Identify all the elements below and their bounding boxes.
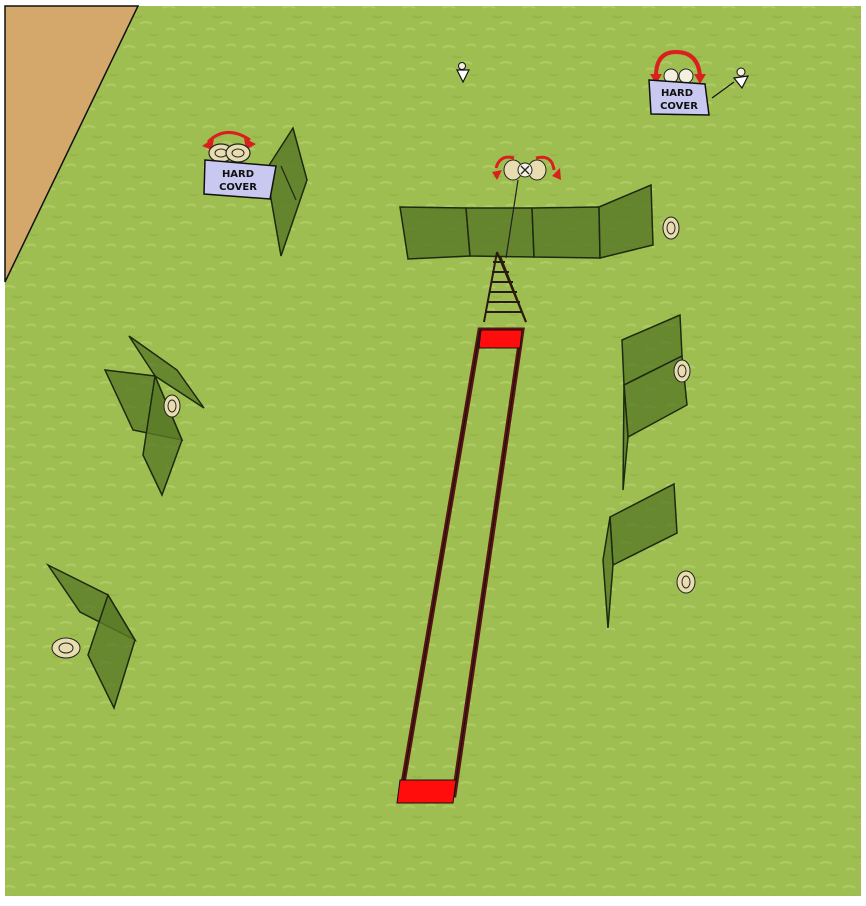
ladder-icon: [483, 251, 527, 323]
fault-line-box-icon: [396, 327, 525, 804]
direction-arrow-icon: [492, 155, 561, 180]
target-icon: [51, 637, 81, 659]
shooter-icon: [456, 62, 470, 84]
walls-icon: [621, 313, 688, 491]
dirt-berm: [4, 5, 140, 283]
sign-line2: COVER: [219, 182, 257, 193]
walls-icon: [45, 563, 137, 711]
walls-icon: [103, 335, 205, 497]
direction-arrow-icon: [650, 49, 706, 84]
sign-line1: HARD: [222, 169, 254, 180]
grass-field: [5, 6, 861, 896]
target-icon: [676, 570, 696, 594]
walls-icon: [265, 126, 308, 257]
hard-cover-sign-icon: HARD COVER: [648, 79, 710, 116]
walls-icon: [399, 183, 654, 260]
sign-line1: HARD: [661, 88, 693, 99]
hard-cover-sign-icon: HARD COVER: [203, 159, 277, 200]
shooter-icon: [711, 67, 750, 99]
target-icon: [662, 216, 680, 240]
target-icon: [673, 359, 691, 383]
walls-icon: [602, 482, 678, 629]
target-icon: [208, 143, 251, 163]
sign-line2: COVER: [660, 101, 698, 112]
target-icon: [163, 394, 181, 418]
target-icon: [503, 159, 547, 259]
